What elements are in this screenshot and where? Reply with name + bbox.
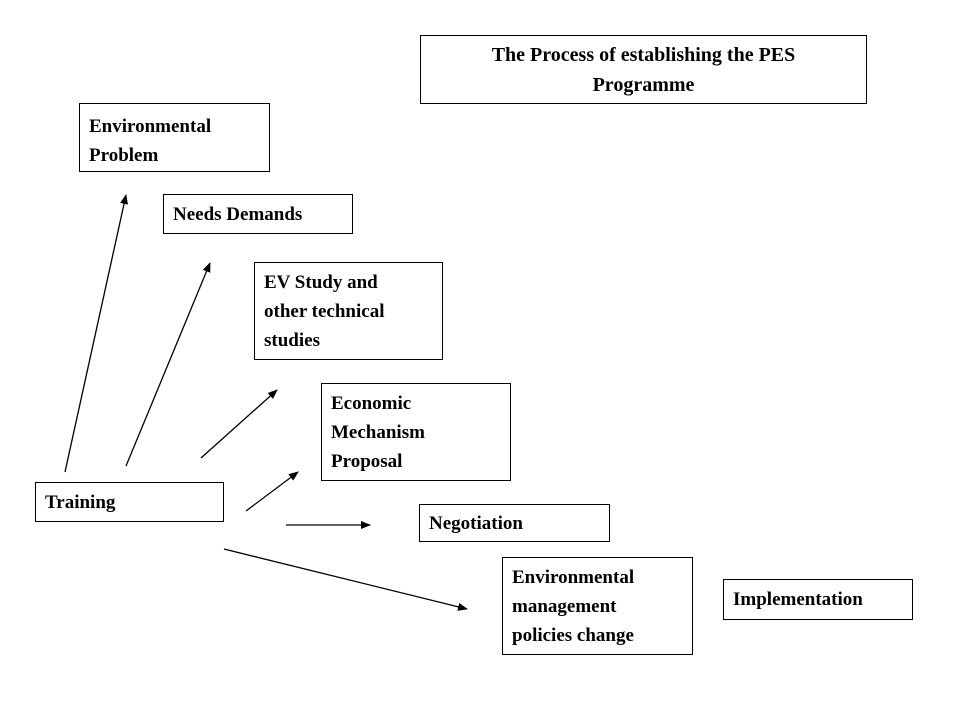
box-implementation: Implementation (723, 579, 913, 620)
box-environmental-problem-text: Environmental Problem (89, 116, 212, 166)
box-environmental-problem: Environmental Problem (79, 103, 270, 172)
arrow-to-needs-demands (125, 262, 211, 467)
diagram-title: The Process of establishing the PES Prog… (420, 35, 867, 104)
box-environmental-management-text: Environmental management policies change (512, 567, 635, 646)
arrow-to-environmental-management (223, 548, 468, 611)
box-needs-demands: Needs Demands (163, 194, 353, 234)
box-needs-demands-text: Needs Demands (173, 204, 303, 225)
diagram-title-text: The Process of establishing the PES Prog… (491, 44, 796, 96)
arrow-to-economic-mechanism (245, 471, 299, 512)
arrow-to-ev-study (200, 389, 278, 459)
box-implementation-text: Implementation (733, 589, 863, 610)
box-economic-mechanism: Economic Mechanism Proposal (321, 383, 511, 481)
box-ev-study: EV Study and other technical studies (254, 262, 443, 360)
box-negotiation: Negotiation (419, 504, 610, 542)
arrow-to-environmental-problem (64, 194, 128, 473)
box-environmental-management: Environmental management policies change (502, 557, 693, 655)
box-training: Training (35, 482, 224, 522)
box-ev-study-text: EV Study and other technical studies (264, 272, 385, 351)
box-training-text: Training (45, 492, 116, 513)
box-negotiation-text: Negotiation (429, 513, 523, 534)
box-economic-mechanism-text: Economic Mechanism Proposal (331, 393, 425, 472)
